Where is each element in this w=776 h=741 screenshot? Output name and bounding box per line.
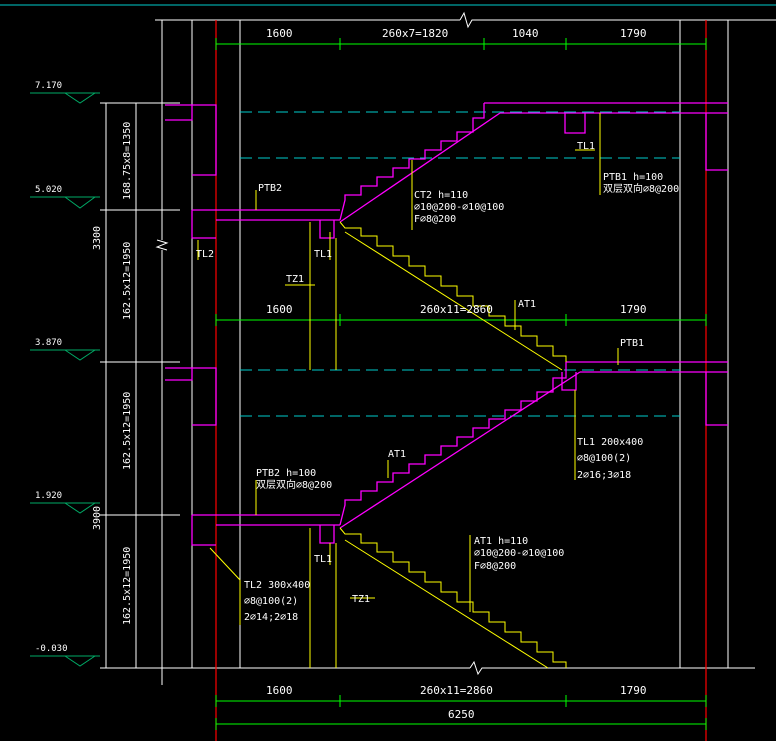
label-at1-low-2: ⌀10@200-⌀10@100 [474, 548, 564, 559]
left-dim-seg4: 162.5x12=1950 [122, 547, 133, 625]
label-at1-low-3: F⌀8@200 [474, 561, 516, 572]
elevation-7170: 7.170 [35, 81, 62, 91]
label-tl2-upper: TL2 [196, 249, 214, 260]
label-tz1-upper: TZ1 [286, 274, 304, 285]
label-ptb1-top-1: PTB1 h=100 [603, 172, 663, 183]
label-tl1-low: TL1 [314, 554, 332, 565]
overall-dim: 6250 [448, 708, 475, 721]
top-dim-0: 1600 [266, 27, 293, 40]
mid-dim-0: 1600 [266, 303, 293, 316]
label-ct2-2: ⌀10@200-⌀10@100 [414, 202, 504, 213]
label-tl1-mid-3: 2⌀16;3⌀18 [577, 470, 631, 481]
top-dim-3: 1790 [620, 27, 647, 40]
label-tl2-low-2: ⌀8@100(2) [244, 596, 298, 607]
label-ptb2-low-1: PTB2 h=100 [256, 468, 316, 479]
elevation-markers [30, 92, 100, 667]
structure-grid [155, 11, 776, 685]
label-at1-mid: AT1 [388, 449, 406, 460]
label-at1-low-1: AT1 h=110 [474, 536, 528, 547]
label-ptb2-low-2: 双层双向⌀8@200 [256, 478, 332, 491]
label-ct2-3: F⌀8@200 [414, 214, 456, 225]
mid-dim-1: 260x11=2860 [420, 303, 493, 316]
label-ct2-1: CT2 h=110 [414, 190, 468, 201]
left-dim-seg3: 162.5x12=1950 [122, 392, 133, 470]
left-dim-seg2: 162.5x12=1950 [122, 242, 133, 320]
elevation-3870: 3.870 [35, 338, 62, 348]
label-tl1-upper: TL1 [314, 249, 332, 260]
label-ptb1-mid: PTB1 [620, 338, 644, 349]
stair-structure [165, 102, 728, 546]
label-tl1-mid-1: TL1 200x400 [577, 437, 643, 448]
dimension-lines [215, 38, 707, 730]
label-tz1-low: TZ1 [352, 594, 370, 605]
label-tl2-low-1: TL2 300x400 [244, 580, 310, 591]
label-ptb2-top: PTB2 [258, 183, 282, 194]
dashed-lines [240, 111, 680, 417]
label-tl1-mid-2: ⌀8@100(2) [577, 453, 631, 464]
top-dim-1: 260x7=1820 [382, 27, 448, 40]
label-ptb1-top-2: 双层双向⌀8@200 [603, 182, 679, 195]
bottom-dim-0: 1600 [266, 684, 293, 697]
elevation-1920: 1.920 [35, 491, 62, 501]
mid-dim-2: 1790 [620, 303, 647, 316]
top-dim-2: 1040 [512, 27, 539, 40]
axis-lines [215, 20, 707, 741]
label-tl1-top: TL1 [577, 141, 595, 152]
left-dim-total-upper: 3300 [92, 226, 103, 250]
left-vertical-dims [100, 102, 180, 669]
elevation-minus0030: -0.030 [35, 644, 68, 654]
elevation-5020: 5.020 [35, 185, 62, 195]
label-at1-upper: AT1 [518, 299, 536, 310]
left-dim-seg1: 168.75x8=1350 [122, 122, 133, 200]
left-dim-total-lower: 3900 [92, 506, 103, 530]
bottom-dim-1: 260x11=2860 [420, 684, 493, 697]
bottom-dim-2: 1790 [620, 684, 647, 697]
label-tl2-low-3: 2⌀14;2⌀18 [244, 612, 298, 623]
stair-down-flights [197, 113, 619, 669]
